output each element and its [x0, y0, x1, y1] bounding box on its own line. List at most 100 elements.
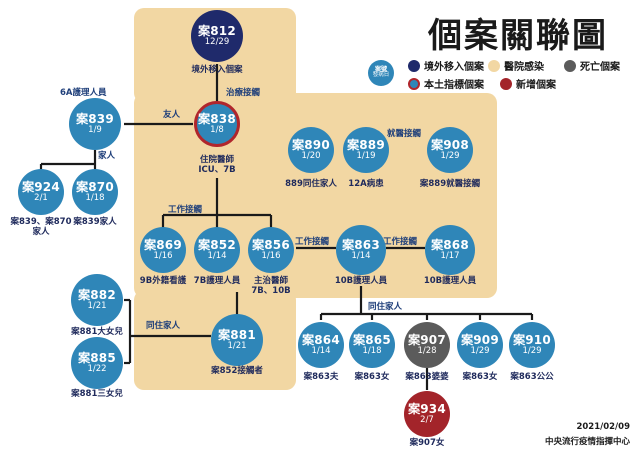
case-label-863: 10B護理人員 — [334, 276, 388, 286]
case-label-812: 境外移入個案 — [191, 65, 243, 75]
legend-sample-id: 案號 — [374, 65, 387, 73]
legend-sample-date: 發病日 — [372, 72, 390, 79]
case-label-885: 案881三女兒 — [71, 389, 123, 399]
case-id-865: 案865 — [353, 332, 391, 347]
case-onset-date-881: 1/21 — [227, 341, 247, 352]
legend-hospital: 醫院感染 — [488, 58, 544, 73]
case-label-865: 案863女 — [354, 372, 390, 382]
case-id-838: 案838 — [198, 111, 236, 126]
case-id-868: 案868 — [431, 237, 469, 252]
case-id-885: 案885 — [78, 350, 116, 365]
legend-imported-label: 境外移入個案 — [424, 62, 484, 73]
case-onset-date-909: 1/29 — [470, 346, 490, 357]
case-onset-date-863: 1/14 — [351, 251, 371, 262]
legend-hospital-dot — [488, 59, 500, 72]
case-id-889: 案889 — [347, 137, 385, 152]
case-onset-date-868: 1/17 — [440, 251, 460, 262]
case-id-856: 案856 — [252, 237, 290, 252]
diagram-title: 個案關聯圖 — [428, 16, 608, 56]
case-label-852: 7B護理人員 — [193, 276, 241, 286]
case-label-838: 住院醫師 ICU、7B — [198, 155, 236, 175]
case-id-852: 案852 — [198, 237, 236, 252]
legend-index: 本土指標個案 — [408, 76, 484, 91]
legend-imported-dot — [408, 59, 420, 72]
relation-cohabitant-881: 同住家人 — [146, 321, 181, 331]
relation-family: 家人 — [98, 151, 116, 161]
case-id-812: 案812 — [198, 23, 236, 38]
case-id-890: 案890 — [292, 137, 330, 152]
case-id-882: 案882 — [78, 287, 116, 302]
case-id-908: 案908 — [431, 137, 469, 152]
legend-sample-node: 案號 發病日 — [368, 60, 394, 86]
case-onset-date-889: 1/19 — [356, 151, 376, 162]
case-id-869: 案869 — [144, 237, 182, 252]
case-id-924: 案924 — [22, 179, 60, 194]
case-label-910: 案863公公 — [510, 372, 554, 382]
label-6a-nurse: 6A護理人員 — [60, 88, 107, 98]
relation-cohabitant-863: 同住家人 — [368, 302, 403, 312]
relation-friend: 友人 — [163, 110, 181, 120]
case-id-910: 案910 — [513, 332, 551, 347]
case-label-864: 案863夫 — [303, 372, 339, 382]
case-onset-date-885: 1/22 — [87, 364, 107, 375]
relation-work-contact-856: 工作接觸 — [295, 237, 330, 247]
case-onset-date-839: 1/9 — [88, 125, 102, 136]
case-onset-date-882: 1/21 — [87, 301, 107, 312]
legend-new: 新增個案 — [500, 76, 556, 91]
relation-medical-contact: 就醫接觸 — [387, 129, 422, 139]
legend-index-dot — [408, 77, 420, 90]
case-id-870: 案870 — [76, 179, 114, 194]
relation-work-contact-868: 工作接觸 — [383, 237, 418, 247]
footer-date: 2021/02/09 — [576, 422, 630, 432]
case-label-924: 案839、案870 家人 — [10, 217, 72, 237]
case-label-890: 889同住家人 — [285, 179, 337, 189]
case-label-909: 案863女 — [462, 372, 498, 382]
case-onset-date-869: 1/16 — [153, 251, 173, 262]
case-onset-date-907: 1/28 — [417, 346, 437, 357]
case-onset-date-856: 1/16 — [261, 251, 281, 262]
case-onset-date-864: 1/14 — [311, 346, 331, 357]
case-label-868: 10B護理人員 — [423, 276, 477, 286]
legend-death: 死亡個案 — [564, 58, 620, 73]
legend-imported: 境外移入個案 — [408, 58, 484, 73]
case-id-909: 案909 — [461, 332, 499, 347]
case-label-870: 案839家人 — [73, 217, 117, 227]
case-label-907: 案863婆婆 — [405, 372, 449, 382]
case-onset-date-924: 2/1 — [34, 193, 48, 204]
case-onset-date-908: 1/29 — [440, 151, 460, 162]
case-label-908: 案889就醫接觸 — [419, 179, 481, 189]
case-id-907: 案907 — [408, 332, 446, 347]
footer-agency: 中央流行疫情指揮中心 — [544, 437, 630, 447]
case-label-889: 12A病患 — [348, 179, 384, 189]
case-id-934: 案934 — [408, 401, 446, 416]
case-id-881: 案881 — [218, 327, 256, 342]
case-label-881: 案852接觸者 — [211, 366, 263, 376]
relation-work-contact-838: 工作接觸 — [168, 205, 203, 215]
relation-treatment-contact: 治療接觸 — [226, 88, 261, 98]
case-label-856: 主治醫師 7B、10B — [251, 276, 291, 296]
case-onset-date-812: 12/29 — [204, 37, 230, 48]
case-onset-date-852: 1/14 — [207, 251, 227, 262]
case-label-869: 9B外籍看護 — [139, 276, 187, 286]
case-id-864: 案864 — [302, 332, 340, 347]
case-label-882: 案881大女兒 — [71, 327, 123, 337]
case-onset-date-865: 1/18 — [362, 346, 382, 357]
